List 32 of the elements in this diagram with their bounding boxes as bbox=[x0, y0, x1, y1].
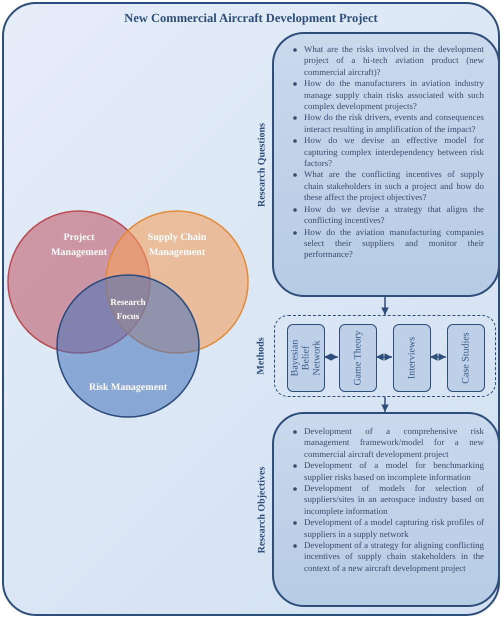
bullet-text: Development of a strategy for aligning conflicting incentives of supply chain stakeholders in the context of a new aircraft development project bbox=[304, 540, 484, 574]
method-box bbox=[393, 324, 431, 392]
arrow bbox=[381, 297, 389, 315]
bullet-text: How do the aviation manufacturing companies select their suppliers and monitor their performance? bbox=[304, 226, 484, 261]
method-label: Interviews bbox=[406, 336, 418, 382]
method-box bbox=[339, 324, 377, 392]
bullet-text: Development of a model for benchmarking supplier risks based on incomplete information bbox=[304, 460, 484, 484]
section-heading: Research Questions bbox=[256, 122, 268, 206]
bullet-text: What are the conflicting incentives of supply chain stakeholders in such a project and how do these affect the project objectives? bbox=[304, 169, 484, 204]
method-label: Game Theory bbox=[352, 329, 364, 388]
bullet-text: Development of a model capturing risk profiles of suppliers in a supply network bbox=[304, 517, 484, 540]
bullet-text: Development of models for selection of suppliers/sites in an aerospace industry based on incomplete information bbox=[304, 483, 484, 518]
method-label: Bayesian Belief Network bbox=[290, 338, 322, 378]
method-box bbox=[447, 324, 485, 392]
method-label: Case Studies bbox=[460, 331, 472, 386]
section-heading: Research Objectives bbox=[256, 466, 268, 553]
arrow bbox=[324, 353, 338, 361]
method-box bbox=[287, 324, 325, 392]
circle-label: Supply Chain Management bbox=[146, 231, 208, 260]
arrow bbox=[430, 353, 446, 361]
arrow bbox=[381, 397, 389, 412]
bullet-text: How do the risk drivers, events and consequences interact resulting in amplification of the impact? bbox=[304, 112, 484, 136]
overlap-label: Research Focus bbox=[109, 296, 147, 323]
diagram-title: New Commercial Aircraft Development Project bbox=[123, 11, 379, 26]
bullet-text: How do the manufacturers in aviation industry manage supply chain risks associated with such complex development projects? bbox=[304, 78, 484, 112]
bullet-text: What are the risks involved in the development project of a hi-tech aviation product (new commercial aircraft)? bbox=[304, 44, 484, 78]
arrow bbox=[376, 353, 392, 361]
section-heading: Methods bbox=[256, 337, 266, 375]
circle-label: Risk Management bbox=[88, 381, 168, 395]
bullet-text: How do we devise a strategy that aligns the conflicting incentives? bbox=[304, 204, 484, 226]
bullet-text: Development of a comprehensive risk management framework/model for a new commercial aircraft development project bbox=[304, 426, 484, 460]
bullet-text: How do we devise an effective model for capturing complex interdependency between risk factors? bbox=[304, 135, 484, 170]
